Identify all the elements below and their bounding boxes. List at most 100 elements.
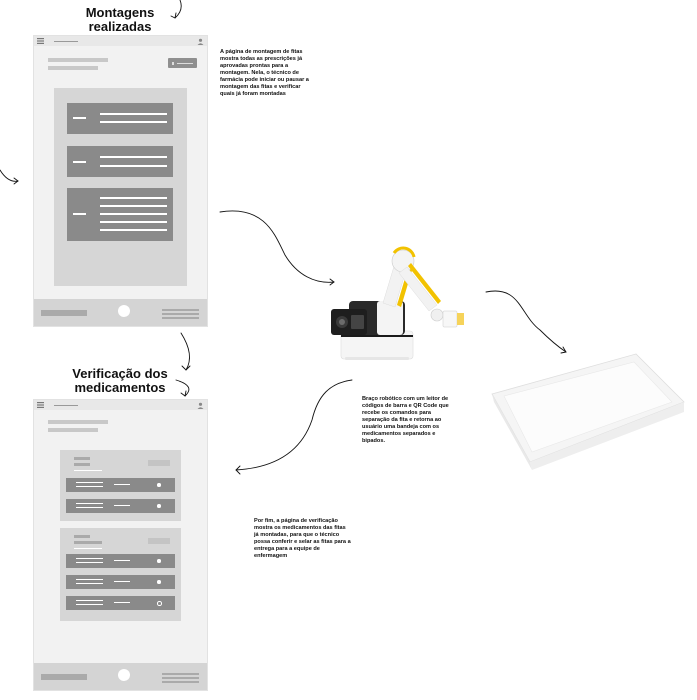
status-bar [34,36,207,46]
arrow-montagem-to-robot [219,210,335,283]
note-braco-line: usuário uma bandeja com os [362,424,440,430]
title-montagens-line-1: Montagens [85,5,155,20]
title-montagens-line-2: realizadas [88,19,152,34]
header-action-label-placeholder [177,62,193,64]
montagens-screen-mockup [33,35,208,327]
group-subtitle-placeholder [74,463,90,466]
note-montagem-line: A página de montagem de fitas [220,49,303,55]
card-line-placeholder [100,121,167,123]
arrow-robot-to-tray-head [560,346,567,354]
bottom-nav-menu-line [162,313,199,315]
row-line-placeholder [76,486,103,487]
bottom-nav-menu-line [162,677,199,679]
verificacao-screen-mockup [33,399,208,691]
medicamento-row[interactable] [66,575,175,589]
fita-card[interactable] [67,103,173,134]
row-line-placeholder [76,562,103,563]
medicamento-row[interactable] [66,499,175,513]
medicamento-row[interactable] [66,554,175,568]
group-subtitle-placeholder [74,541,102,544]
row-value-placeholder [114,560,130,561]
title-verificacao: Verificação dos medicamentos [60,367,180,395]
fita-card[interactable] [67,146,173,177]
medicamento-row[interactable] [66,596,175,610]
tray-front-wall [530,402,684,470]
bottom-nav-menu-line [162,309,199,311]
arrow-montagens-to-verificacao [180,332,190,371]
upper-arm [398,266,438,312]
robot-base-shadow [345,357,409,360]
note-montagem-line: quais já foram montadas [220,91,286,97]
note-braco-line: recebe os comandos para [362,410,432,416]
row-line-placeholder [76,558,103,559]
hamburger-icon [37,38,44,44]
note-braco-line: medicamentos separados e [362,431,436,437]
arrow-into-verificacao-screen [175,379,190,397]
row-line-placeholder [76,604,103,605]
header-action-icon [172,61,174,65]
arrow-into-montagens-title [174,0,182,19]
group-title-placeholder [74,535,90,538]
bottom-navigation [34,663,207,690]
note-braco-robotico: Braço robótico com um leitor de códigos … [362,396,492,445]
bottom-nav-item[interactable] [41,310,87,316]
note-braco-line: códigos de barra e QR Code que [362,403,449,409]
arrow-montagens-to-verificacao-head [181,365,191,371]
bottom-navigation [34,299,207,326]
card-line-placeholder [100,197,167,199]
group-status-placeholder [148,538,170,544]
tray-left-wall [492,394,532,470]
card-line-placeholder [100,205,167,207]
group-status-placeholder [148,460,170,466]
check-status-icon[interactable] [157,483,161,487]
tray-inner [503,361,673,453]
row-line-placeholder [76,579,103,580]
gripper [442,310,458,328]
tray-icon [491,353,685,470]
header-action-button[interactable] [168,58,197,68]
note-braco-line: separação da fita e retorna ao [362,417,442,423]
check-status-icon[interactable] [157,580,161,584]
heading-placeholder [48,420,108,424]
fita-card[interactable] [67,188,173,241]
arrow-robot-note-to-verificacao-head [235,465,241,475]
check-status-icon[interactable] [157,559,161,563]
bottom-nav-home-button[interactable] [118,669,130,681]
note-verificacao-line: entrega para a equipe de [254,546,320,552]
note-verificacao-line: Por fim, a página de verificação [254,518,338,524]
robot-base-stripe [341,335,413,337]
title-verificacao-line-1: Verificação dos [72,366,168,381]
bottom-nav-home-button[interactable] [118,305,130,317]
gripper-accent [457,313,464,325]
arrow-into-montagens-screen-head [13,177,19,185]
row-value-placeholder [114,484,130,485]
scanner-window [351,315,364,329]
unchecked-status-icon[interactable] [157,601,162,606]
card-line-placeholder [100,113,167,115]
bottom-nav-item[interactable] [41,674,87,680]
medicamento-row[interactable] [66,478,175,492]
note-montagem-line: montagem. Nela, o técnico de [220,70,299,76]
note-montagem-line: mostra todas as prescrições já [220,56,303,62]
row-line-placeholder [76,600,103,601]
row-line-placeholder [76,583,103,584]
note-montagem-line: farmácia pode iniciar ou pausar a [220,77,309,83]
card-label-placeholder [73,213,86,215]
hamburger-icon [37,402,44,408]
subheading-placeholder [48,428,98,432]
note-montagem: A página de montagem de fitas mostra tod… [220,49,350,98]
row-value-placeholder [114,602,130,603]
card-line-placeholder [100,213,167,215]
arrow-into-montagens-screen [0,169,19,182]
note-braco-line: bipados. [362,438,385,444]
user-icon [197,38,204,45]
bottom-nav-menu-line [162,317,199,319]
elbow-joint-accent [392,246,416,258]
card-label-placeholder [73,117,86,119]
card-line-placeholder [100,221,167,223]
bottom-nav-menu-line [162,681,199,683]
row-line-placeholder [76,503,103,504]
status-bar [34,400,207,410]
title-montagens: Montagens realizadas [60,6,180,34]
check-status-icon[interactable] [157,504,161,508]
